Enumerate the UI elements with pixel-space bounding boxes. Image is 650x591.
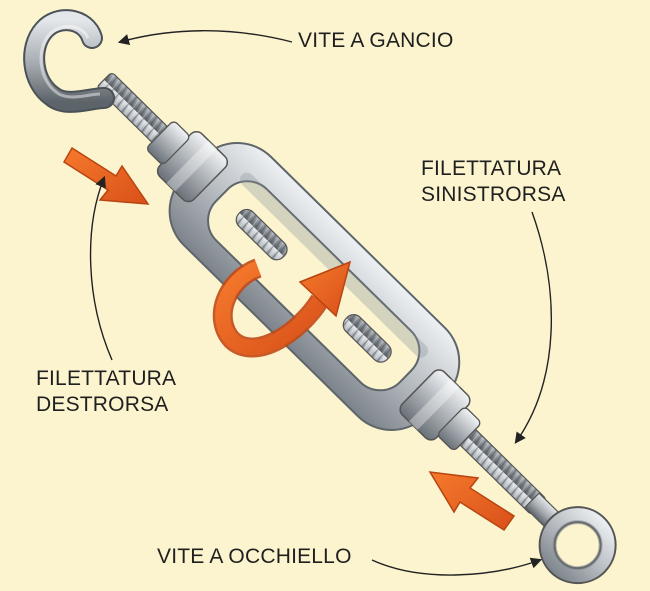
leader-filettatura-destrorsa: [89, 175, 113, 361]
label-filettatura-sinistrorsa: FILETTATURA SINISTRORSA: [421, 157, 566, 206]
rotation-arrow: [212, 258, 352, 358]
label-vite-a-occhiello: VITE A OCCHIELLO: [157, 545, 352, 568]
leader-filettatura-sinistrorsa: [514, 211, 553, 444]
push-arrow-right: [428, 471, 516, 532]
label-vite-a-gancio: VITE A GANCIO: [298, 29, 454, 52]
eye-screw: [524, 492, 617, 585]
label-filettatura-destrorsa: FILETTATURA DESTRORSA: [36, 367, 177, 416]
right-nut: [399, 369, 481, 451]
left-nut: [147, 121, 229, 203]
leader-vite-a-gancio: [117, 30, 293, 45]
push-arrow-left: [62, 146, 150, 205]
hook-screw: [23, 9, 115, 113]
leader-vite-a-occhiello: [371, 557, 543, 576]
